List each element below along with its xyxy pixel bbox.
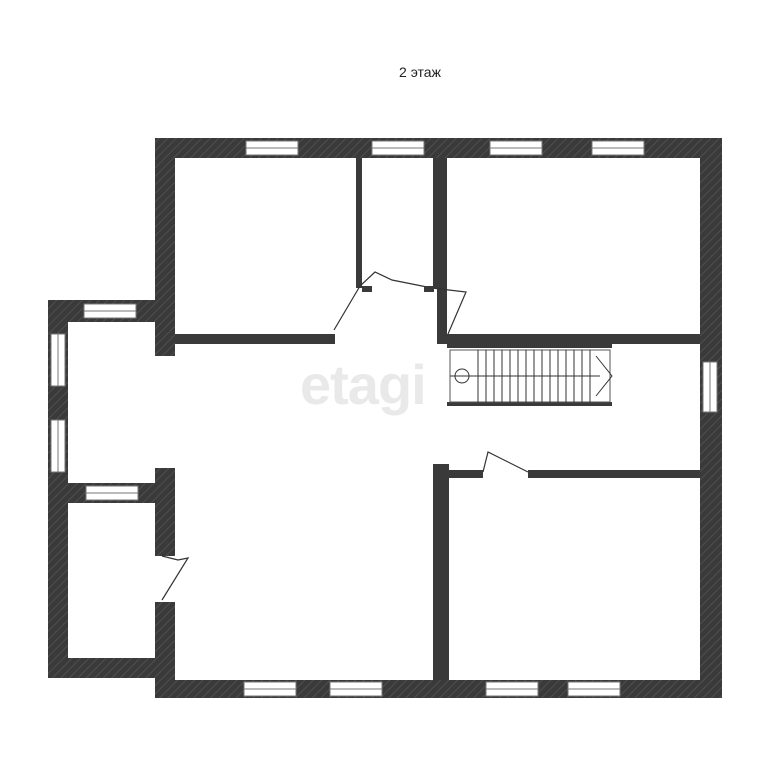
wall-left-bottom [155, 602, 175, 698]
window-bottom-1 [243, 681, 297, 697]
staircase [449, 349, 613, 403]
window-annex-left-1 [50, 333, 66, 387]
wall-bottom [155, 680, 722, 698]
wall-h-upper-right [440, 334, 700, 344]
door-closet-jamb-left [362, 286, 372, 292]
stair-arrow [595, 355, 613, 397]
annex-inner-wall-upper [155, 322, 175, 356]
window-right [702, 361, 718, 413]
wall-h-upper-left [175, 334, 335, 344]
wall-h-mid-right [528, 470, 700, 478]
window-annex-mid [85, 485, 139, 501]
wall-h-mid-stub [433, 470, 483, 478]
doors [161, 271, 529, 601]
window-top-4 [591, 140, 645, 156]
door-closet-jamb-right [424, 286, 434, 292]
window-annex-left-2 [50, 419, 66, 473]
window-annex-top [83, 303, 137, 319]
stair-start-marker [454, 368, 470, 384]
window-top-1 [245, 140, 299, 156]
annex-bottom [48, 658, 175, 678]
stair-steps [477, 350, 591, 402]
stair-wall-top [447, 344, 612, 348]
door-annex [161, 555, 190, 601]
wall-right [700, 138, 722, 698]
wall-v-center [433, 464, 449, 680]
window-bottom-3 [485, 681, 539, 697]
wall-v-right-upper [437, 288, 447, 344]
window-top-2 [371, 140, 425, 156]
wall-v-closet-right [433, 158, 447, 288]
interior-walls [175, 158, 700, 680]
window-bottom-2 [329, 681, 383, 697]
window-bottom-4 [567, 681, 621, 697]
wall-left-lower [155, 468, 175, 556]
door-right-room [482, 451, 529, 473]
floor-title-text: 2 этаж [399, 64, 441, 80]
floor-title: 2 этаж [0, 64, 768, 80]
door-closet [333, 271, 467, 335]
stair-wall-bottom [447, 402, 612, 406]
windows [50, 140, 718, 697]
wall-v-closet-left [356, 158, 362, 288]
window-top-3 [489, 140, 543, 156]
watermark-logo: etagi [300, 353, 427, 416]
outer-walls [48, 138, 722, 698]
